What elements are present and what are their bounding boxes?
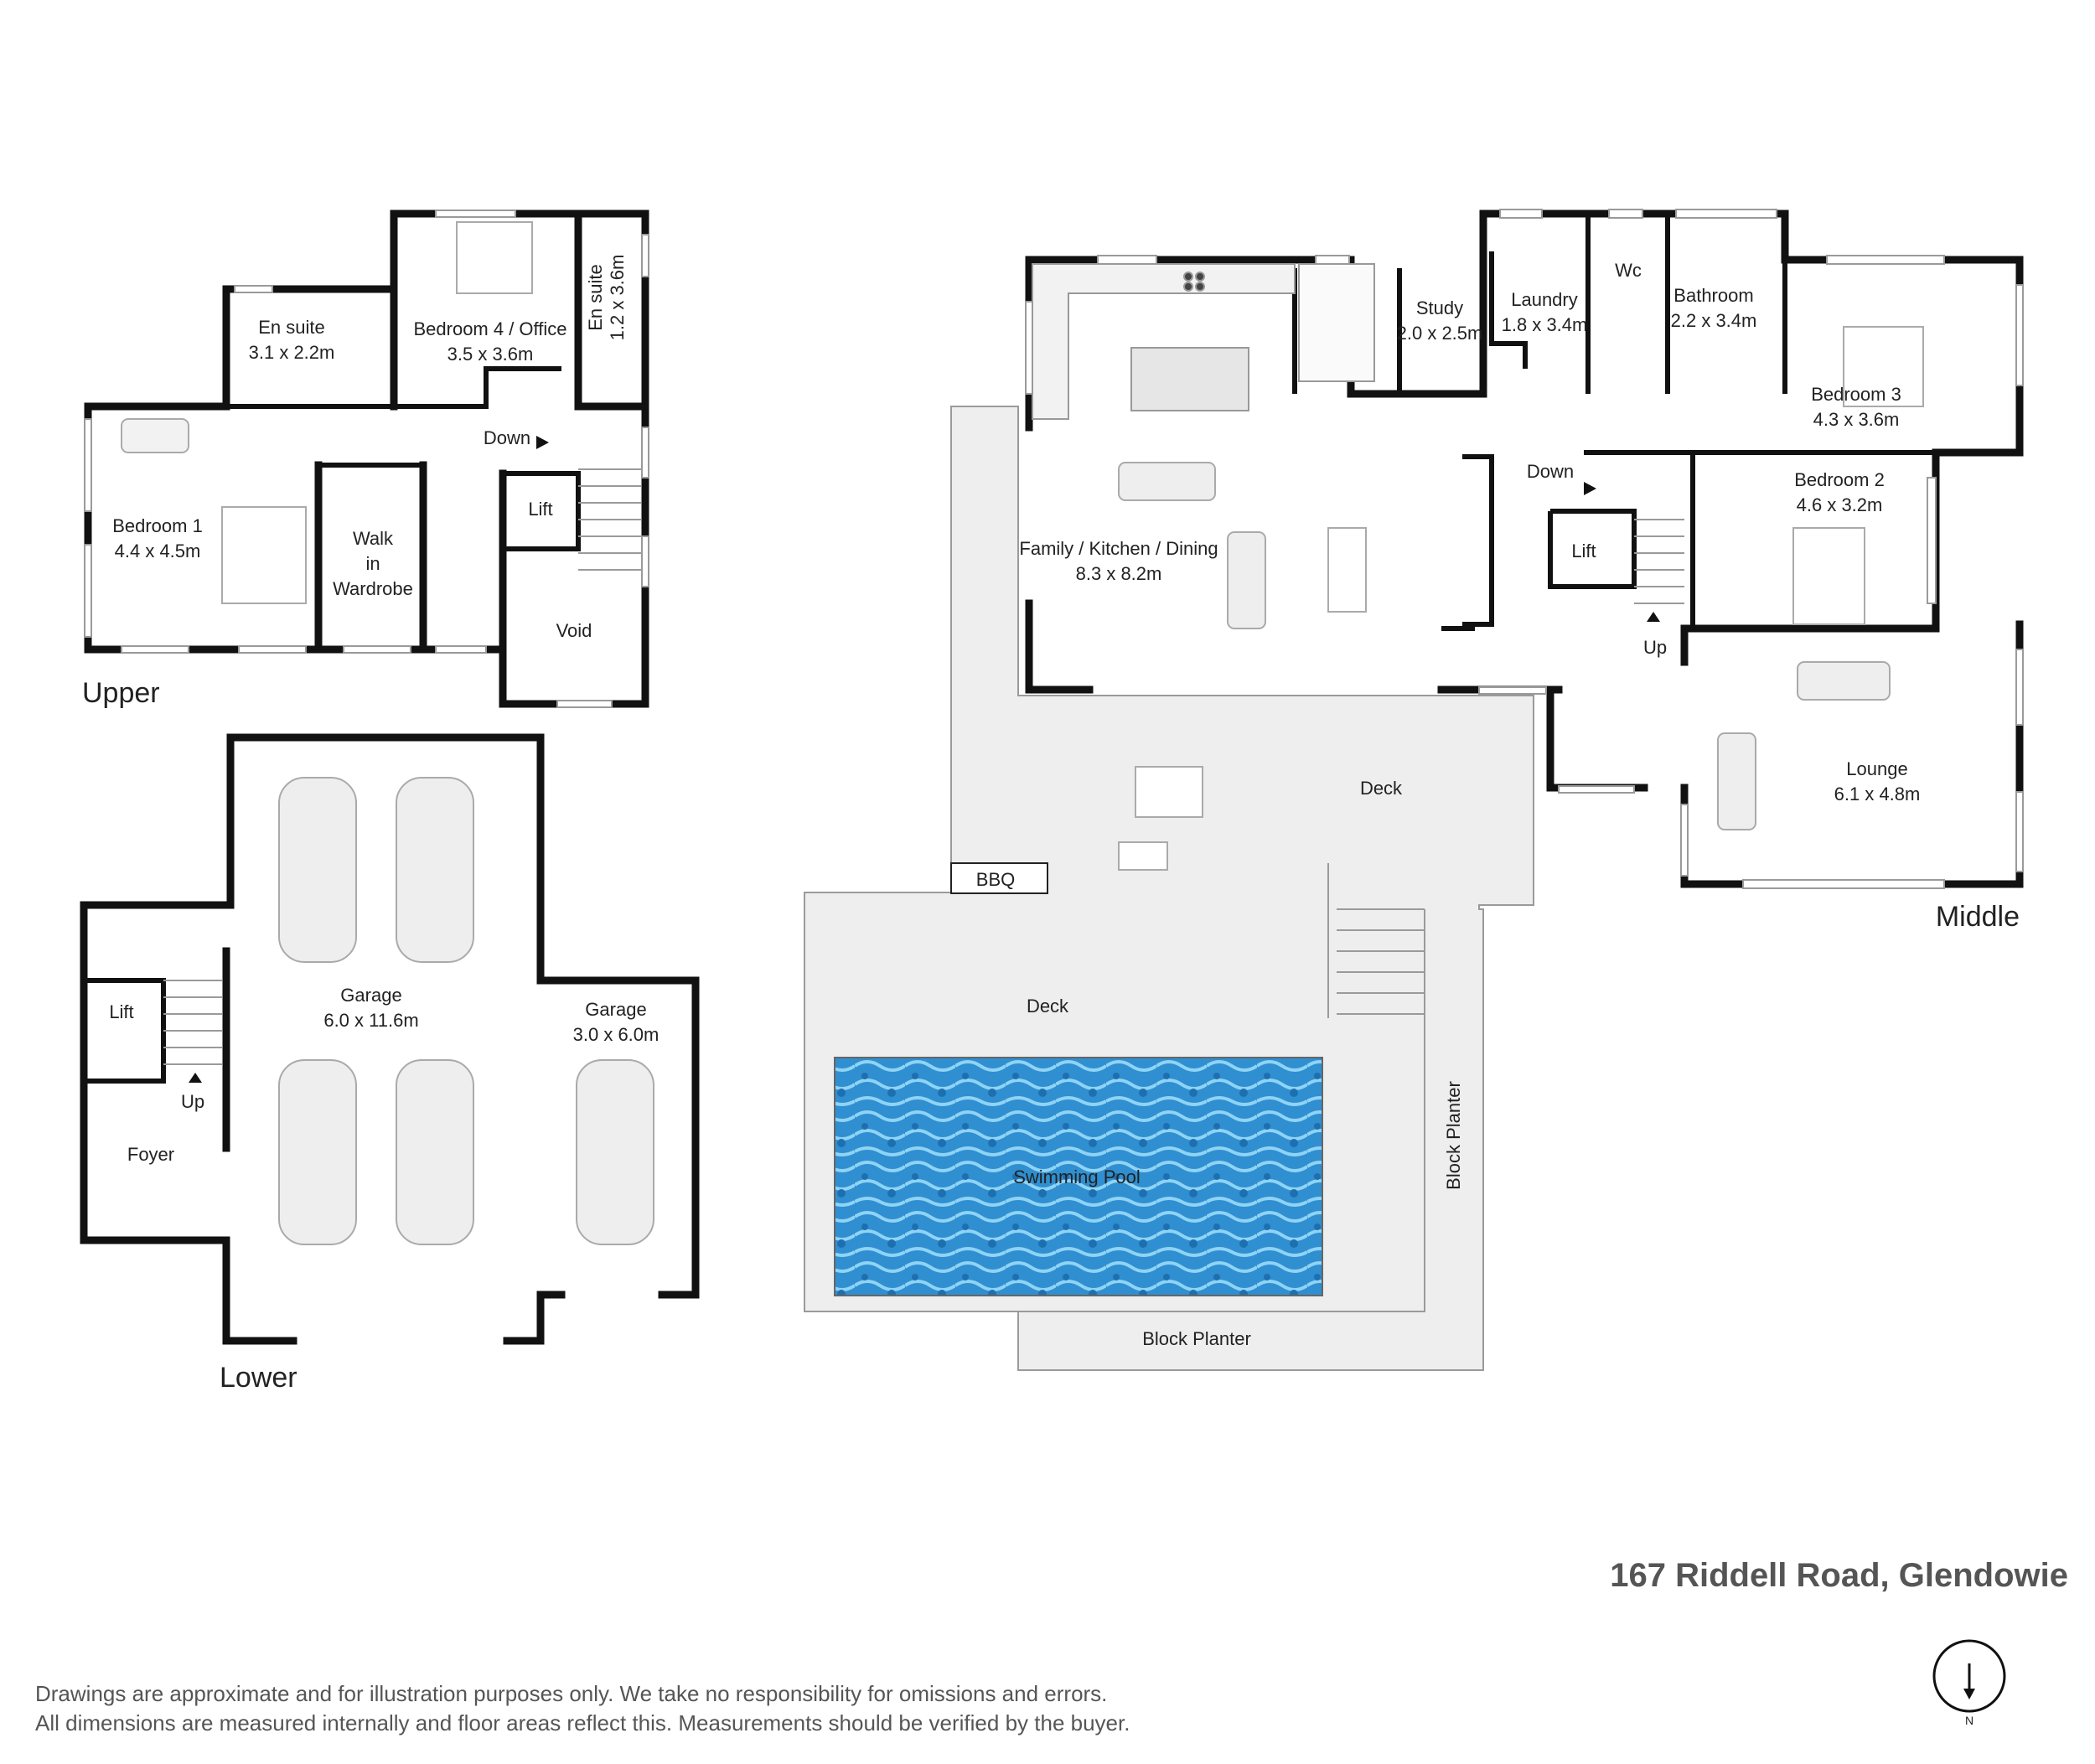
laundry-label: Laundry bbox=[1511, 289, 1578, 310]
garage2-label: Garage bbox=[585, 999, 646, 1020]
laundry-dim: 1.8 x 3.4m bbox=[1502, 314, 1588, 335]
up-arrow-icon bbox=[189, 1073, 202, 1083]
car-icon bbox=[396, 1059, 474, 1245]
down-arrow-icon bbox=[1584, 482, 1596, 495]
foyer-label: Foyer bbox=[127, 1144, 174, 1165]
bedroom4-label: Bedroom 4 / Office bbox=[413, 318, 566, 339]
lower-interior bbox=[84, 978, 166, 1084]
wc-label: Wc bbox=[1615, 260, 1642, 281]
lounge-dim: 6.1 x 4.8m bbox=[1834, 784, 1921, 804]
deck-upper-label: Deck bbox=[1360, 778, 1403, 799]
planter-vertical-label: Block Planter bbox=[1443, 1081, 1464, 1190]
bedroom4-dim: 3.5 x 3.6m bbox=[447, 344, 534, 365]
lower-walls bbox=[80, 733, 700, 1345]
garage1-label: Garage bbox=[340, 985, 401, 1006]
disclaimer-line-1: Drawings are approximate and for illustr… bbox=[35, 1681, 1107, 1706]
upper-furniture bbox=[121, 221, 533, 604]
lounge-label: Lounge bbox=[1846, 758, 1907, 779]
dining-table-icon bbox=[1118, 841, 1168, 871]
bed-icon bbox=[221, 506, 307, 604]
sofa-icon bbox=[1717, 732, 1756, 830]
planter-horizontal-label: Block Planter bbox=[1142, 1328, 1251, 1349]
bed-icon bbox=[1843, 326, 1924, 407]
middle-stairs bbox=[1634, 519, 1684, 604]
bbq-label: BBQ bbox=[976, 869, 1015, 890]
family-dim: 8.3 x 8.2m bbox=[1076, 563, 1162, 584]
bedroom1-label: Bedroom 1 bbox=[112, 515, 203, 536]
car-icon bbox=[278, 1059, 357, 1245]
kitchen-island bbox=[1130, 347, 1249, 411]
bedroom3-dim: 4.3 x 3.6m bbox=[1813, 409, 1900, 430]
address-title: 167 Riddell Road, Glendowie bbox=[1610, 1557, 2068, 1594]
middle-level-label: Middle bbox=[1936, 901, 2020, 933]
garage1-dim: 6.0 x 11.6m bbox=[323, 1010, 418, 1031]
garage-cars bbox=[278, 777, 654, 1245]
up-arrow-icon bbox=[1647, 612, 1660, 622]
dining-table-icon bbox=[1327, 527, 1367, 613]
lower-lift-label: Lift bbox=[109, 1001, 133, 1022]
upper-down-label: Down bbox=[484, 427, 530, 448]
compass-label: N bbox=[1965, 1714, 1973, 1727]
sofa-icon bbox=[121, 418, 189, 453]
middle-lift-label: Lift bbox=[1571, 541, 1596, 561]
sofa-icon bbox=[1227, 531, 1266, 629]
deck-stairs bbox=[1327, 863, 1425, 1018]
void-label: Void bbox=[556, 620, 592, 641]
walkin-label-1: Walk bbox=[353, 528, 394, 549]
sofa-icon bbox=[1118, 462, 1216, 501]
down-arrow-icon bbox=[536, 436, 549, 449]
bed-icon bbox=[1792, 527, 1865, 625]
pool-label: Swimming Pool bbox=[1013, 1167, 1141, 1187]
bedroom1-dim: 4.4 x 4.5m bbox=[115, 541, 201, 561]
bathroom-dim: 2.2 x 3.4m bbox=[1671, 310, 1757, 331]
bedroom2-dim: 4.6 x 3.2m bbox=[1797, 494, 1883, 515]
car-icon bbox=[278, 777, 357, 963]
middle-down-label: Down bbox=[1527, 461, 1574, 482]
upper-windows bbox=[84, 210, 649, 708]
ensuite-dim: 3.1 x 2.2m bbox=[249, 342, 335, 363]
ensuite2-dim: 1.2 x 3.6m bbox=[607, 255, 628, 341]
ensuite2-label: En suite bbox=[585, 264, 606, 331]
ensuite-label: En suite bbox=[258, 317, 325, 338]
family-label: Family / Kitchen / Dining bbox=[1019, 538, 1218, 559]
middle-interior bbox=[1292, 214, 2020, 631]
lower-level-label: Lower bbox=[220, 1362, 297, 1394]
bedroom2-label: Bedroom 2 bbox=[1794, 469, 1885, 490]
upper-stairs bbox=[578, 468, 641, 571]
car-icon bbox=[396, 777, 474, 963]
study-label: Study bbox=[1416, 297, 1463, 318]
upper-interior bbox=[226, 366, 581, 551]
middle-windows bbox=[1025, 209, 2024, 889]
upper-lift-label: Lift bbox=[528, 499, 552, 520]
swimming-pool bbox=[834, 1057, 1323, 1296]
bathroom-label: Bathroom bbox=[1673, 285, 1753, 306]
deck-lower-label: Deck bbox=[1027, 996, 1069, 1016]
kitchen bbox=[1032, 263, 1375, 420]
sofa-icon bbox=[1797, 661, 1891, 701]
outdoor-table-icon bbox=[1135, 766, 1203, 818]
family-furniture bbox=[1118, 326, 1924, 871]
walkin-label-3: Wardrobe bbox=[333, 578, 413, 599]
garage2-dim: 3.0 x 6.0m bbox=[573, 1024, 660, 1045]
car-icon bbox=[576, 1059, 654, 1245]
lower-stairs bbox=[163, 980, 222, 1065]
upper-level-label: Upper bbox=[82, 677, 160, 709]
middle-up-label: Up bbox=[1643, 637, 1667, 658]
bed-icon bbox=[456, 221, 533, 294]
bedroom3-label: Bedroom 3 bbox=[1811, 384, 1901, 405]
walkin-label-2: in bbox=[365, 553, 380, 574]
bbq-box bbox=[950, 862, 1048, 894]
lower-up-label: Up bbox=[181, 1091, 204, 1112]
deck-area bbox=[804, 406, 1534, 1371]
compass-icon bbox=[1932, 1639, 2006, 1713]
study-dim: 2.0 x 2.5m bbox=[1397, 323, 1483, 344]
disclaimer-line-2: All dimensions are measured internally a… bbox=[35, 1710, 1130, 1736]
